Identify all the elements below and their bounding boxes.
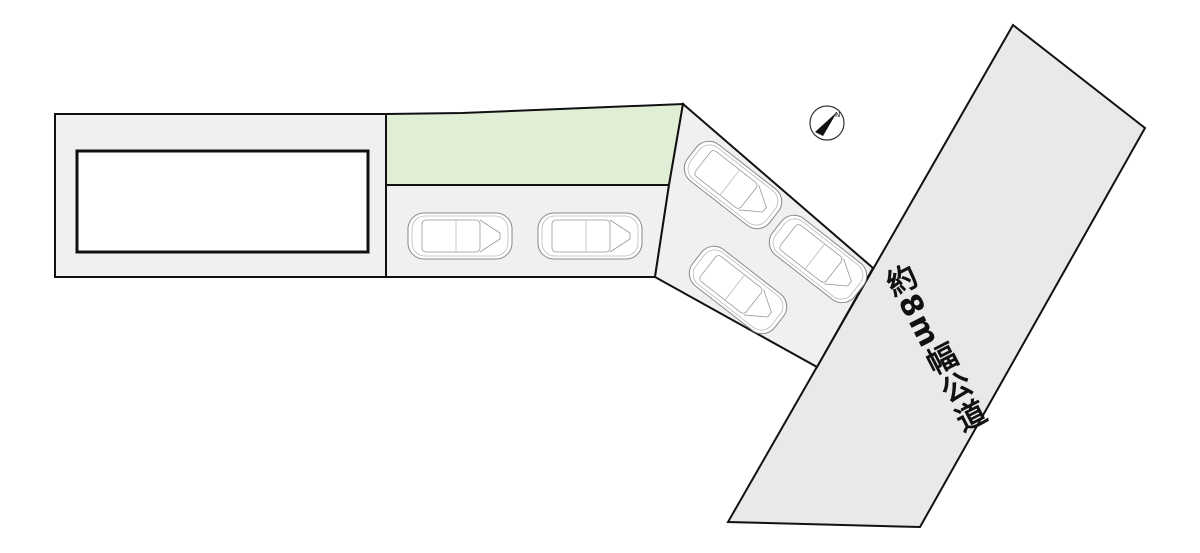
car-2 xyxy=(537,212,643,260)
building-footprint xyxy=(75,149,370,254)
car-1 xyxy=(407,212,513,260)
compass-icon: N xyxy=(809,105,845,141)
north-label: N xyxy=(835,111,840,119)
garden-area xyxy=(385,102,685,186)
